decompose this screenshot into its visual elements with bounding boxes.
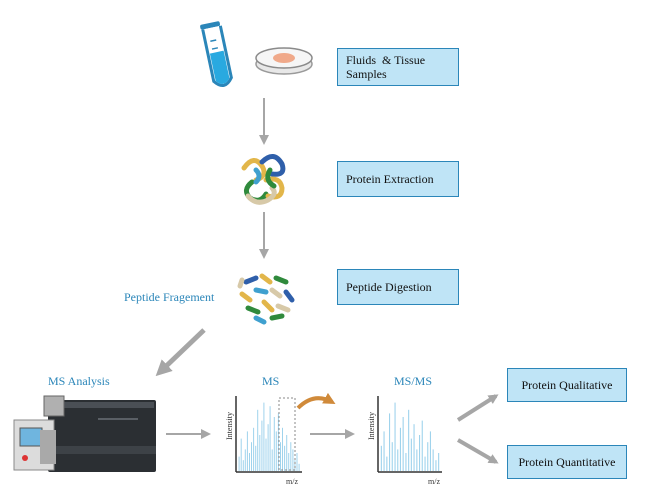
ms-peak bbox=[280, 442, 281, 471]
msms-peak bbox=[432, 449, 434, 471]
msms-peak bbox=[413, 424, 415, 471]
msms-label: MS/MS bbox=[394, 374, 433, 388]
ms-peak bbox=[265, 438, 267, 471]
ms-peak bbox=[292, 449, 294, 471]
ms-peak bbox=[296, 453, 298, 471]
ms-peak bbox=[269, 406, 271, 471]
ms-peak bbox=[255, 445, 257, 471]
ms-peak bbox=[244, 449, 246, 471]
samples-box-text: Fluids & Tissue Samples bbox=[346, 53, 426, 81]
msms-peak bbox=[383, 431, 385, 471]
msms-peak bbox=[397, 449, 399, 471]
test-tube-icon bbox=[200, 21, 233, 87]
protein-extraction-text: Protein Extraction bbox=[346, 171, 434, 186]
msms-peak bbox=[427, 442, 429, 471]
arrow-to-quantitative bbox=[456, 438, 499, 464]
peptide-digestion-text: Peptide Digestion bbox=[346, 279, 432, 294]
ms-selected-peak-window bbox=[278, 397, 296, 471]
protein-quantitative-box: Protein Quantitative bbox=[507, 445, 627, 479]
ms-peak bbox=[259, 435, 261, 471]
msms-peak bbox=[410, 438, 412, 471]
peptide-fragments-icon bbox=[237, 273, 295, 325]
ms-peak bbox=[298, 463, 300, 471]
ms-peak bbox=[238, 456, 240, 471]
msms-peak bbox=[435, 460, 437, 471]
ms-x-axis-label: m/z bbox=[286, 477, 298, 486]
ms-peak bbox=[288, 453, 290, 471]
msms-peak bbox=[391, 442, 393, 471]
msms-y-axis-label: Intensity bbox=[367, 412, 376, 440]
ms-peak bbox=[253, 427, 255, 471]
petri-dish-icon bbox=[255, 47, 313, 75]
ms-peak bbox=[294, 460, 296, 471]
protein-icon bbox=[241, 154, 286, 205]
ms-peak bbox=[277, 413, 279, 471]
ms-peak bbox=[261, 420, 263, 471]
msms-peak bbox=[399, 427, 401, 471]
ms-peak bbox=[246, 431, 248, 471]
arrow-digestion-to-ms-analysis bbox=[155, 328, 206, 377]
ms-analysis-label: MS Analysis bbox=[48, 374, 110, 388]
ms-label: MS bbox=[262, 374, 280, 388]
mass-spectrometer-icon bbox=[13, 395, 156, 472]
msms-peak bbox=[386, 456, 388, 471]
ms-peak bbox=[240, 438, 242, 471]
msms-peak bbox=[429, 431, 431, 471]
msms-peak bbox=[421, 420, 423, 471]
ms-peak bbox=[257, 409, 259, 471]
protein-quantitative-text: Protein Quantitative bbox=[518, 454, 616, 469]
msms-spectrum-plot: Intensity m/z bbox=[367, 396, 442, 486]
arrow-to-qualitative bbox=[456, 394, 499, 422]
ms-peak bbox=[251, 442, 252, 471]
protein-qualitative-box: Protein Qualitative bbox=[507, 368, 627, 402]
ms-y-axis-label: Intensity bbox=[225, 412, 234, 440]
msms-peak bbox=[416, 449, 418, 471]
ms-peak bbox=[290, 442, 292, 471]
msms-peak bbox=[424, 456, 426, 471]
msms-peak bbox=[389, 413, 391, 471]
protein-extraction-box: Protein Extraction bbox=[337, 161, 459, 197]
msms-x-axis-label: m/z bbox=[428, 477, 440, 486]
protein-qualitative-text: Protein Qualitative bbox=[521, 377, 613, 392]
ms-peak bbox=[271, 449, 273, 471]
msms-peak bbox=[402, 417, 404, 471]
msms-peak bbox=[408, 409, 410, 471]
ms-peak bbox=[273, 417, 275, 471]
ms-peak bbox=[242, 460, 244, 471]
msms-peak bbox=[394, 402, 396, 471]
ms-peak bbox=[267, 424, 269, 471]
samples-box: Fluids & Tissue Samples bbox=[337, 48, 459, 86]
msms-peak bbox=[380, 445, 382, 471]
peptide-digestion-box: Peptide Digestion bbox=[337, 269, 459, 305]
ms-peak bbox=[249, 453, 250, 471]
peptide-fragment-label: Peptide Fragement bbox=[124, 290, 215, 304]
selection-curve-arrow bbox=[296, 392, 336, 410]
ms-peak bbox=[286, 435, 288, 471]
ms-peak bbox=[282, 427, 283, 471]
msms-peak bbox=[438, 453, 440, 471]
ms-peak bbox=[263, 402, 265, 471]
ms-spectrum-plot: Intensity m/z bbox=[225, 396, 302, 486]
msms-peak bbox=[405, 453, 407, 471]
ms-peak bbox=[284, 445, 286, 471]
msms-peak bbox=[419, 435, 421, 471]
ms-peak bbox=[275, 431, 277, 471]
